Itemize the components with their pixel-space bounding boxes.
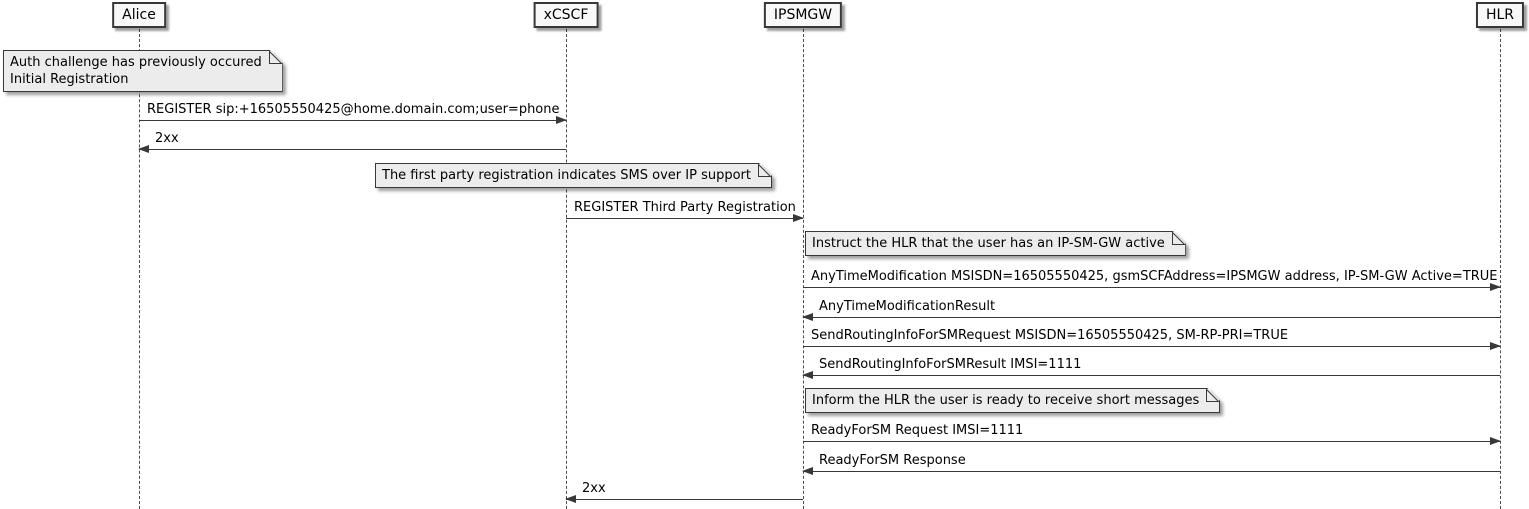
message-send-routing-info-request: SendRoutingInfoForSMRequest MSISDN=16505… (803, 328, 1501, 350)
arrowhead-left-icon (565, 495, 576, 503)
participant-hlr: HLR (1475, 2, 1525, 28)
participant-ipsmgw: IPSMGW (763, 2, 843, 28)
message-ready-for-sm-request: ReadyForSM Request IMSI=1111 (803, 423, 1501, 445)
note-line: Instruct the HLR that the user has an IP… (812, 236, 1165, 251)
arrowhead-right-icon (556, 116, 567, 124)
arrow-line (803, 342, 1501, 350)
message-label: 2xx (155, 131, 179, 146)
note-line: Initial Registration (10, 72, 129, 87)
participant-label: xCSCF (543, 7, 589, 23)
message-2xx-register-response: 2xx (138, 131, 566, 153)
note-line: Inform the HLR the user is ready to rece… (812, 393, 1200, 408)
note-fold-icon (758, 164, 771, 177)
arrow-line (802, 467, 1500, 475)
note-first-party-registration: The first party registration indicates S… (375, 163, 772, 188)
message-third-party-registration: REGISTER Third Party Registration (566, 200, 804, 222)
lifeline-alice (139, 29, 140, 509)
arrowhead-left-icon (138, 145, 149, 153)
arrowhead-right-icon (1490, 283, 1501, 291)
note-box: The first party registration indicates S… (375, 163, 772, 188)
arrow-line (803, 437, 1501, 445)
message-label: AnyTimeModificationResult (819, 299, 996, 314)
message-label: 2xx (582, 481, 606, 496)
note-line: Auth challenge has previously occured (10, 55, 262, 70)
note-auth-challenge: Auth challenge has previously occured In… (3, 50, 283, 92)
arrowhead-right-icon (793, 214, 804, 222)
note-box: Instruct the HLR that the user has an IP… (805, 231, 1186, 256)
arrowhead-left-icon (802, 371, 813, 379)
participant-alice: Alice (112, 2, 166, 28)
lifeline-xcscf (566, 29, 567, 509)
note-box: Inform the HLR the user is ready to rece… (805, 388, 1220, 413)
message-label: AnyTimeModification MSISDN=16505550425, … (811, 269, 1498, 284)
arrow-line (802, 371, 1500, 379)
note-box: Auth challenge has previously occured In… (3, 50, 283, 92)
message-send-routing-info-result: SendRoutingInfoForSMResult IMSI=1111 (802, 357, 1500, 379)
arrow-line (803, 283, 1501, 291)
note-fold-icon (1172, 232, 1185, 245)
message-label: SendRoutingInfoForSMRequest MSISDN=16505… (811, 328, 1289, 343)
arrow-line (802, 313, 1500, 321)
lifeline-ipsmgw (803, 29, 804, 509)
arrowhead-left-icon (802, 467, 813, 475)
message-label: REGISTER Third Party Registration (574, 200, 796, 215)
arrow-line (565, 495, 803, 503)
arrowhead-right-icon (1490, 437, 1501, 445)
message-label: ReadyForSM Response (819, 453, 966, 468)
message-anytime-modification-result: AnyTimeModificationResult (802, 299, 1500, 321)
participant-label: Alice (122, 7, 156, 23)
note-line: The first party registration indicates S… (382, 168, 751, 183)
arrowhead-left-icon (802, 313, 813, 321)
message-ready-for-sm-response: ReadyForSM Response (802, 453, 1500, 475)
note-fold-icon (1206, 389, 1219, 402)
participant-label: HLR (1485, 7, 1515, 23)
note-fold-icon (269, 51, 282, 64)
lifeline-hlr (1500, 29, 1501, 509)
message-label: REGISTER sip:+16505550425@home.domain.co… (147, 102, 560, 117)
participant-xcscf: xCSCF (533, 2, 599, 28)
message-2xx-final: 2xx (565, 481, 803, 503)
message-register-sip: REGISTER sip:+16505550425@home.domain.co… (139, 102, 567, 124)
arrowhead-right-icon (1490, 342, 1501, 350)
message-anytime-modification: AnyTimeModification MSISDN=16505550425, … (803, 269, 1501, 291)
arrow-line (139, 116, 567, 124)
note-instruct-hlr: Instruct the HLR that the user has an IP… (805, 231, 1186, 256)
arrow-line (138, 145, 566, 153)
message-label: SendRoutingInfoForSMResult IMSI=1111 (819, 357, 1082, 372)
note-inform-hlr-ready: Inform the HLR the user is ready to rece… (805, 388, 1220, 413)
participant-label: IPSMGW (773, 7, 833, 23)
message-label: ReadyForSM Request IMSI=1111 (811, 423, 1024, 438)
arrow-line (566, 214, 804, 222)
